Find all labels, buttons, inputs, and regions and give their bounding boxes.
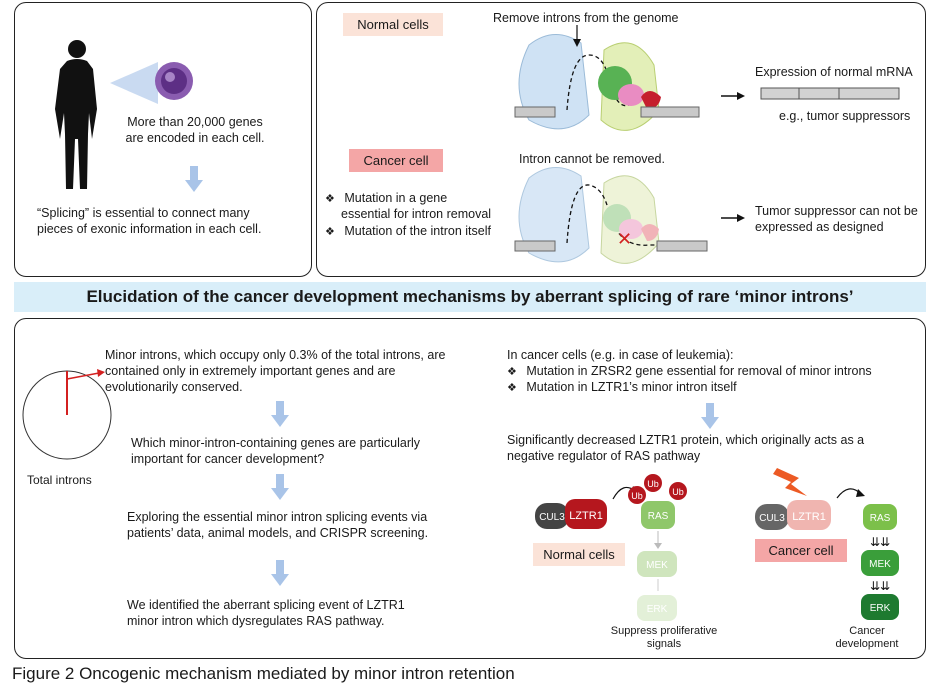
tumor-cannot-line-2: expressed as designed (755, 220, 884, 234)
minor-line-3: evolutionarily conserved. (105, 380, 243, 394)
erk-label-cancer: ERK (870, 603, 891, 614)
minor-line-1: Minor introns, which occupy only 0.3% of… (105, 348, 446, 362)
tumor-cannot-text: Tumor suppressor can not be expressed as… (755, 203, 918, 235)
cell-icon (110, 62, 193, 104)
tumor-cannot-line-1: Tumor suppressor can not be (755, 204, 918, 218)
mutation-intron-line: Mutation of the intron itself (344, 224, 491, 238)
mek-label-normal: MEK (646, 560, 668, 571)
ras-label-normal: RAS (648, 511, 669, 522)
cancer-dev-text: Cancer development (827, 625, 907, 651)
mrna-bar (760, 87, 900, 100)
mek-label-cancer: MEK (869, 559, 891, 570)
genes-line-1: More than 20,000 genes (127, 115, 263, 129)
normal-pathway-diagram: CUL3 LZTR1 Ub Ub Ub RAS MEK ERK (535, 474, 687, 621)
ident-line-1: We identified the aberrant splicing even… (127, 598, 405, 612)
eg-tumor-text: e.g., tumor suppressors (779, 109, 911, 123)
ub-label-3: Ub (672, 487, 684, 497)
cancer-dev-line-1: Cancer (849, 625, 885, 637)
cul3-label-cancer: CUL3 (759, 513, 785, 524)
spliceosome-normal-diagram (514, 25, 700, 131)
svg-text:⇊⇊: ⇊⇊ (870, 535, 890, 549)
mutation-lztr1-line: Mutation in LZTR1’s minor intron itself (526, 380, 737, 394)
which-genes-text: Which minor-intron-containing genes are … (131, 435, 471, 467)
which-line-2: important for cancer development? (131, 452, 325, 466)
lztr1-label: LZTR1 (569, 510, 603, 522)
suppress-line-2: signals (646, 638, 682, 650)
down-arrow-icon-3 (271, 474, 289, 500)
svg-text:⇊⇊: ⇊⇊ (870, 579, 890, 593)
cancer-dev-line-2: development (835, 638, 899, 650)
right-arrow-icon (721, 92, 745, 100)
cancer-cell-label-2: Cancer cell (755, 539, 847, 562)
normal-cells-label-2: Normal cells (533, 543, 625, 566)
panel-bottom: Total introns Minor introns, which occup… (14, 318, 926, 659)
splicing-line-2: pieces of exonic information in each cel… (37, 222, 262, 236)
which-line-1: Which minor-intron-containing genes are … (131, 436, 421, 450)
normal-cells-label: Normal cells (343, 13, 443, 36)
lztr1-label-cancer: LZTR1 (792, 511, 826, 523)
cancer-cell-label: Cancer cell (349, 149, 443, 172)
down-arrow-icon (185, 166, 203, 192)
decrease-text: Significantly decreased LZTR1 protein, w… (507, 432, 907, 464)
figure-caption: Figure 2 Oncogenic mechanism mediated by… (12, 664, 515, 683)
spliceosome-cancer-diagram: ✕ (514, 167, 708, 264)
down-arrow-icon-5 (701, 403, 719, 429)
expression-normal-text: Expression of normal mRNA (755, 65, 913, 79)
human-silhouette-icon (55, 40, 97, 189)
mutation-gene-line: Mutation in a gene (344, 191, 448, 205)
ident-line-2: minor intron which dysregulates RAS path… (127, 614, 385, 628)
splicing-text: “Splicing” is essential to connect many … (37, 205, 307, 237)
erk-label-normal: ERK (647, 604, 668, 615)
genes-line-2: are encoded in each cell. (125, 131, 265, 145)
panel-top-left: More than 20,000 genes are encoded in ea… (14, 2, 312, 277)
svg-text:✕: ✕ (617, 229, 632, 249)
explore-line-2: patients’ data, animal models, and CRISP… (127, 526, 429, 540)
minor-introns-text: Minor introns, which occupy only 0.3% of… (105, 347, 485, 395)
down-arrow-icon-4 (271, 560, 289, 586)
mutation-zrsr2-text: Mutation in ZRSR2 gene essential for rem… (507, 363, 872, 380)
explore-line-1: Exploring the essential minor intron spl… (127, 510, 428, 524)
mutation-gene-text: Mutation in a gene (325, 190, 525, 207)
identified-text: We identified the aberrant splicing even… (127, 597, 487, 629)
cul3-label: CUL3 (539, 512, 565, 523)
panel-top-right: Normal cells Remove introns from the gen… (316, 2, 926, 277)
red-pointer-icon (66, 369, 105, 380)
mutation-intron-text: Mutation of the intron itself (325, 223, 525, 240)
exploring-text: Exploring the essential minor intron spl… (127, 509, 487, 541)
suppress-line-1: Suppress proliferative (610, 625, 718, 637)
genes-text: More than 20,000 genes are encoded in ea… (115, 114, 275, 146)
intron-cannot-text: Intron cannot be removed. (519, 152, 665, 166)
right-arrow-icon-2 (721, 214, 745, 222)
ub-label-2: Ub (631, 491, 643, 501)
minor-line-2: contained only in extremely important ge… (105, 364, 396, 378)
suppress-text: Suppress proliferative signals (599, 625, 729, 651)
mutation-lztr1-text: Mutation in LZTR1’s minor intron itself (507, 379, 737, 396)
section-banner: Elucidation of the cancer development me… (14, 282, 926, 312)
ras-label-cancer: RAS (870, 513, 891, 524)
ub-label-1: Ub (647, 479, 659, 489)
down-arrow-icon-2 (271, 401, 289, 427)
decrease-line-2: negative regulator of RAS pathway (507, 449, 701, 463)
mutation-gene-line-2: essential for intron removal (341, 207, 492, 221)
cancer-cells-intro: In cancer cells (e.g. in case of leukemi… (507, 348, 734, 362)
cancer-pathway-diagram: CUL3 LZTR1 RAS ⇊⇊ MEK ⇊⇊ ERK (755, 468, 899, 620)
decrease-line-1: Significantly decreased LZTR1 protein, w… (507, 433, 865, 447)
splicing-line-1: “Splicing” is essential to connect many (37, 206, 250, 220)
mutation-zrsr2-line: Mutation in ZRSR2 gene essential for rem… (526, 364, 872, 378)
total-introns-label: Total introns (27, 473, 92, 487)
remove-introns-text: Remove introns from the genome (493, 11, 679, 25)
